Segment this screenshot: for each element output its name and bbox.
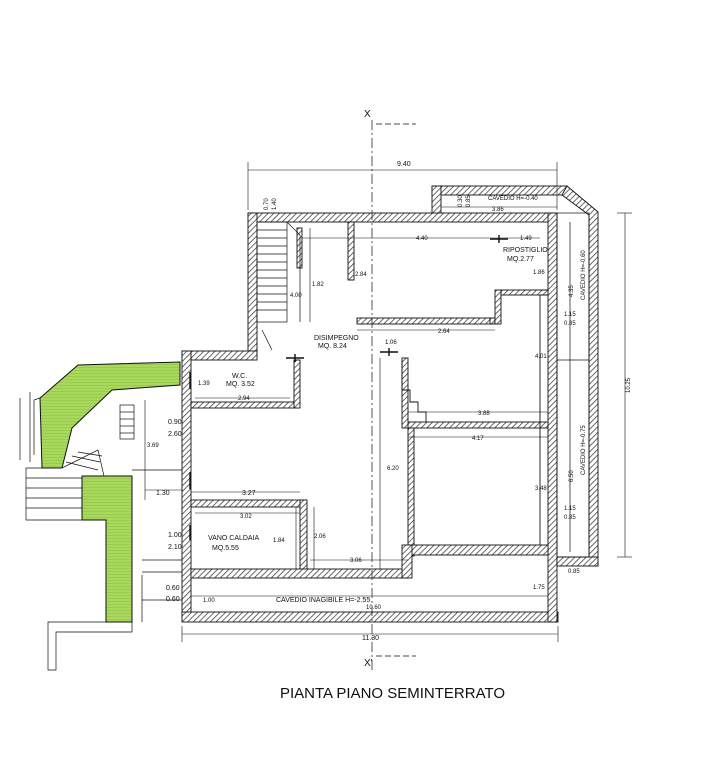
room-labels: W.C. MQ. 3.52 DISIMPEGNO MQ. 8.24 RIPOST… bbox=[208, 196, 587, 604]
dim-label: 1.06 bbox=[385, 340, 397, 346]
dim-label: 1.00 bbox=[203, 598, 215, 604]
dim-label: 1.40 bbox=[272, 198, 278, 210]
stepped-wall bbox=[401, 289, 548, 545]
dim-label: 1.30 bbox=[156, 490, 170, 497]
exterior-stairs bbox=[19, 392, 182, 671]
green-terrace-lower bbox=[81, 475, 133, 623]
dim-label: 10.25 bbox=[626, 377, 632, 393]
dim-label: 1.84 bbox=[273, 538, 285, 544]
room-disimpegno-area: MQ. 8.24 bbox=[318, 343, 347, 350]
wall-top bbox=[247, 212, 558, 223]
dim-label: 0.70 bbox=[264, 198, 270, 210]
room-vano-caldaia-area: MQ.5.55 bbox=[212, 545, 239, 552]
room-disimpegno-name: DISIMPEGNO bbox=[314, 335, 359, 342]
dim-label: 3.69 bbox=[147, 443, 159, 449]
dim-label: 1.75 bbox=[533, 585, 545, 591]
dim-label: 3.06 bbox=[350, 558, 362, 564]
room-ripostiglio-name: RIPOSTIGLIO bbox=[503, 247, 548, 254]
dim-label: 4.17 bbox=[472, 436, 484, 442]
dim-label: 6.50 bbox=[569, 470, 575, 482]
dim-label: 0.30 bbox=[458, 195, 464, 207]
section-axis: X X' bbox=[364, 109, 416, 670]
axis-label-top: X bbox=[364, 109, 371, 120]
dim-label: 6.20 bbox=[387, 466, 399, 472]
dim-label: 10.60 bbox=[366, 605, 382, 611]
dim-label: 1.15 bbox=[564, 506, 576, 512]
dim-label: 2.84 bbox=[355, 272, 367, 278]
cavedio-right bbox=[556, 212, 590, 558]
room-wc-area: MQ. 3.52 bbox=[226, 381, 255, 388]
room-wc-name: W.C. bbox=[232, 373, 247, 380]
dim-label: 1.39 bbox=[198, 381, 210, 387]
door-symbols bbox=[189, 235, 508, 540]
dim-label: 2.64 bbox=[438, 329, 450, 335]
wall-right bbox=[547, 212, 558, 623]
dim-label: 2.94 bbox=[238, 396, 250, 402]
axis-label-bottom: X' bbox=[364, 658, 373, 669]
dim-label: 1.00 bbox=[168, 532, 182, 539]
drawing-title: PIANTA PIANO SEMINTERRATO bbox=[280, 685, 505, 702]
dim-label: 2.10 bbox=[168, 544, 182, 551]
dim-label: 1.49 bbox=[520, 236, 532, 242]
dim-label: 3.86 bbox=[492, 207, 504, 213]
wall-bottom bbox=[181, 611, 559, 623]
dim-label: 0.85 bbox=[568, 569, 580, 575]
dim-label: 4.01 bbox=[535, 354, 547, 360]
dimension-labels: 9.40 3.86 4.40 1.49 1.86 2.84 1.82 4.00 … bbox=[147, 161, 632, 642]
room-cavedio-right-lower: CAVEDIO H=-0.75 bbox=[581, 425, 587, 475]
room-cavedio-top: CAVEDIO H=-0.40 bbox=[488, 196, 538, 202]
dim-label: 4.40 bbox=[416, 236, 428, 242]
dim-label: 0.85 bbox=[466, 195, 472, 207]
dimension-lines bbox=[144, 162, 632, 642]
dim-label: 2.60 bbox=[168, 431, 182, 438]
room-cavedio-right-upper: CAVEDIO H=-0.60 bbox=[581, 250, 587, 300]
room-ripostiglio-area: MQ.2.77 bbox=[507, 256, 534, 263]
dim-label: 0.90 bbox=[168, 419, 182, 426]
dim-label: 3.27 bbox=[242, 490, 256, 497]
exterior-terrace bbox=[19, 361, 182, 671]
green-terrace-upper bbox=[39, 361, 181, 469]
dim-label: 3.02 bbox=[240, 514, 252, 520]
dim-label: 0.85 bbox=[564, 321, 576, 327]
dim-label: 9.40 bbox=[397, 161, 411, 168]
dim-label: 1.82 bbox=[312, 282, 324, 288]
interior-stairs bbox=[256, 221, 301, 351]
dim-label: 1.86 bbox=[533, 270, 545, 276]
room-cavedio-inagibile: CAVEDIO INAGIBILE H=-2.55 bbox=[276, 597, 370, 604]
room-vano-caldaia-name: VANO CALDAIA bbox=[208, 535, 260, 542]
dim-label: 2.06 bbox=[314, 534, 326, 540]
dim-label: 0.60 bbox=[166, 596, 180, 603]
dim-label: 4.00 bbox=[290, 293, 302, 299]
dim-label: 11.30 bbox=[362, 635, 379, 642]
dim-label: 3.48 bbox=[535, 486, 547, 492]
walls bbox=[181, 185, 599, 623]
dim-label: 4.35 bbox=[569, 285, 575, 297]
dim-label: 0.60 bbox=[166, 585, 180, 592]
dim-label: 3.88 bbox=[478, 411, 490, 417]
dim-label: 0.85 bbox=[564, 515, 576, 521]
dim-label: 1.15 bbox=[564, 312, 576, 318]
